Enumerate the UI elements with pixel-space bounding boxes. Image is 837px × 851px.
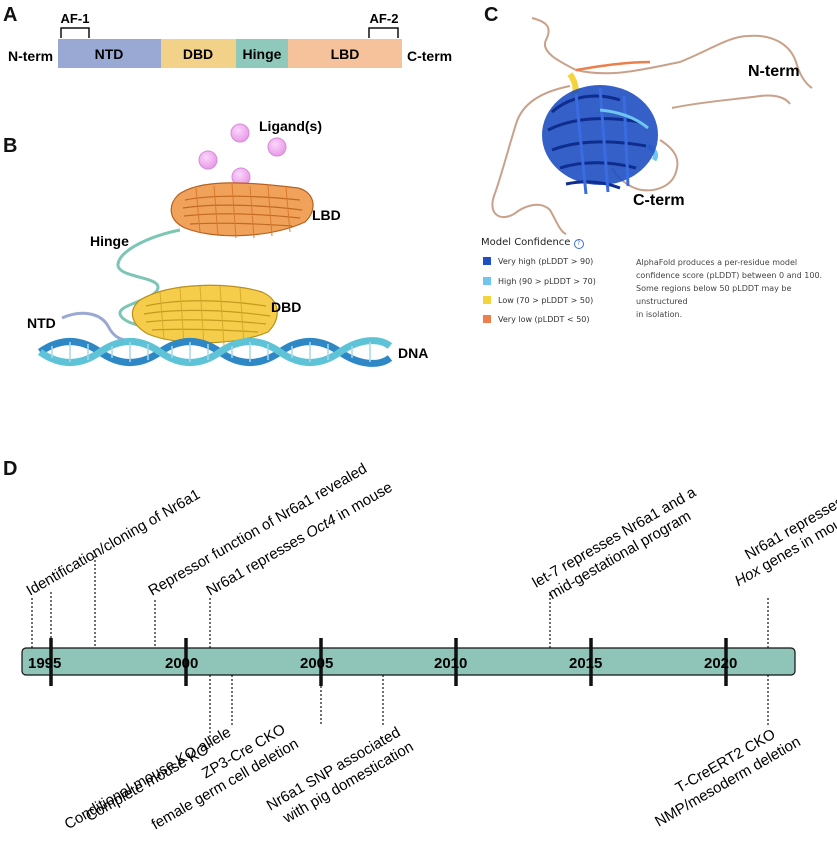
lbd-label: LBD [312,207,341,223]
panel-label-c: C [484,4,499,26]
timeline: 1995 2000 2005 2010 2015 2020 Identifica… [21,460,837,833]
ligand-sphere [230,123,250,143]
domain-lbd-label: LBD [331,46,360,62]
panel-label-b: B [3,135,18,157]
ligand-sphere [198,150,218,170]
event-let7-represses: let-7 represses Nr6a1 and a mid-gestatio… [530,482,712,607]
year-label-2020: 2020 [704,655,737,672]
domain-dbd-box [161,39,236,68]
domain-ntd-box [58,39,161,68]
ligand-label: Ligand(s) [259,118,322,134]
lbd-structure [170,182,314,239]
help-icon[interactable]: ? [573,239,584,249]
dna-helix [37,337,393,367]
top-connectors [31,556,769,648]
dna-label: DNA [398,345,428,361]
panel-label-a: A [3,4,18,26]
domain-dbd-label: DBD [183,46,213,62]
alphafold-n-term-label: N-term [748,63,800,80]
dbd-structure [131,284,278,347]
ntd-tail [61,311,139,342]
legend-swatch [483,257,491,265]
ligand-sphere [267,137,287,157]
legend-swatch [483,315,491,323]
domain-hinge-label: Hinge [243,46,282,62]
event-t-creert2: T-CreERT2 CKO NMP/mesoderm deletion [643,717,804,831]
structure-cartoon: Ligand(s) LBD Hinge DBD NTD DNA [27,118,428,367]
domain-hinge-box [236,39,288,68]
ntd-label: NTD [27,315,56,331]
year-label-2015: 2015 [569,655,602,672]
af1-bracket [60,27,90,38]
af2-label: AF-2 [370,11,399,26]
bottom-connectors [209,675,769,746]
alphafold-c-term-label: C-term [633,192,685,209]
legend-item-very-high: Very high (pLDDT > 90) [483,257,593,266]
legend-swatch [483,296,491,304]
event-represses-hox: Nr6a1 represses Hox genes in mouse [723,491,837,590]
hinge-linker [116,228,181,330]
domain-lbd-box [288,39,402,68]
legend-swatch [483,277,491,285]
alphafold-structure [491,17,813,235]
year-label-2005: 2005 [300,655,333,672]
legend-item-low: Low (70 > pLDDT > 50) [483,296,593,305]
year-label-2010: 2010 [434,655,467,672]
alphafold-note: AlphaFold produces a per-residue model c… [636,258,823,319]
model-confidence-title: Model Confidence ? [481,237,584,249]
year-label-2000: 2000 [165,655,198,672]
legend-item-very-low: Very low (pLDDT < 50) [483,315,590,324]
domain-map-n-term-label: N-term [8,48,53,64]
year-label-1995: 1995 [28,655,61,672]
panel-label-d: D [3,458,18,480]
domain-ntd-label: NTD [95,46,124,62]
af1-label: AF-1 [61,11,90,26]
af2-bracket [368,27,399,38]
event-repressor-function: Repressor function of Nr6a1 revealed [146,460,370,599]
domain-map-c-term-label: C-term [407,48,452,64]
hinge-label: Hinge [90,233,129,249]
timeline-bar [21,647,796,676]
dbd-label: DBD [271,299,301,315]
legend-item-high: High (90 > pLDDT > 70) [483,277,596,286]
domain-map: N-term NTD DBD Hinge LBD C-term AF-1 AF-… [8,11,452,68]
year-ticks [49,638,728,686]
